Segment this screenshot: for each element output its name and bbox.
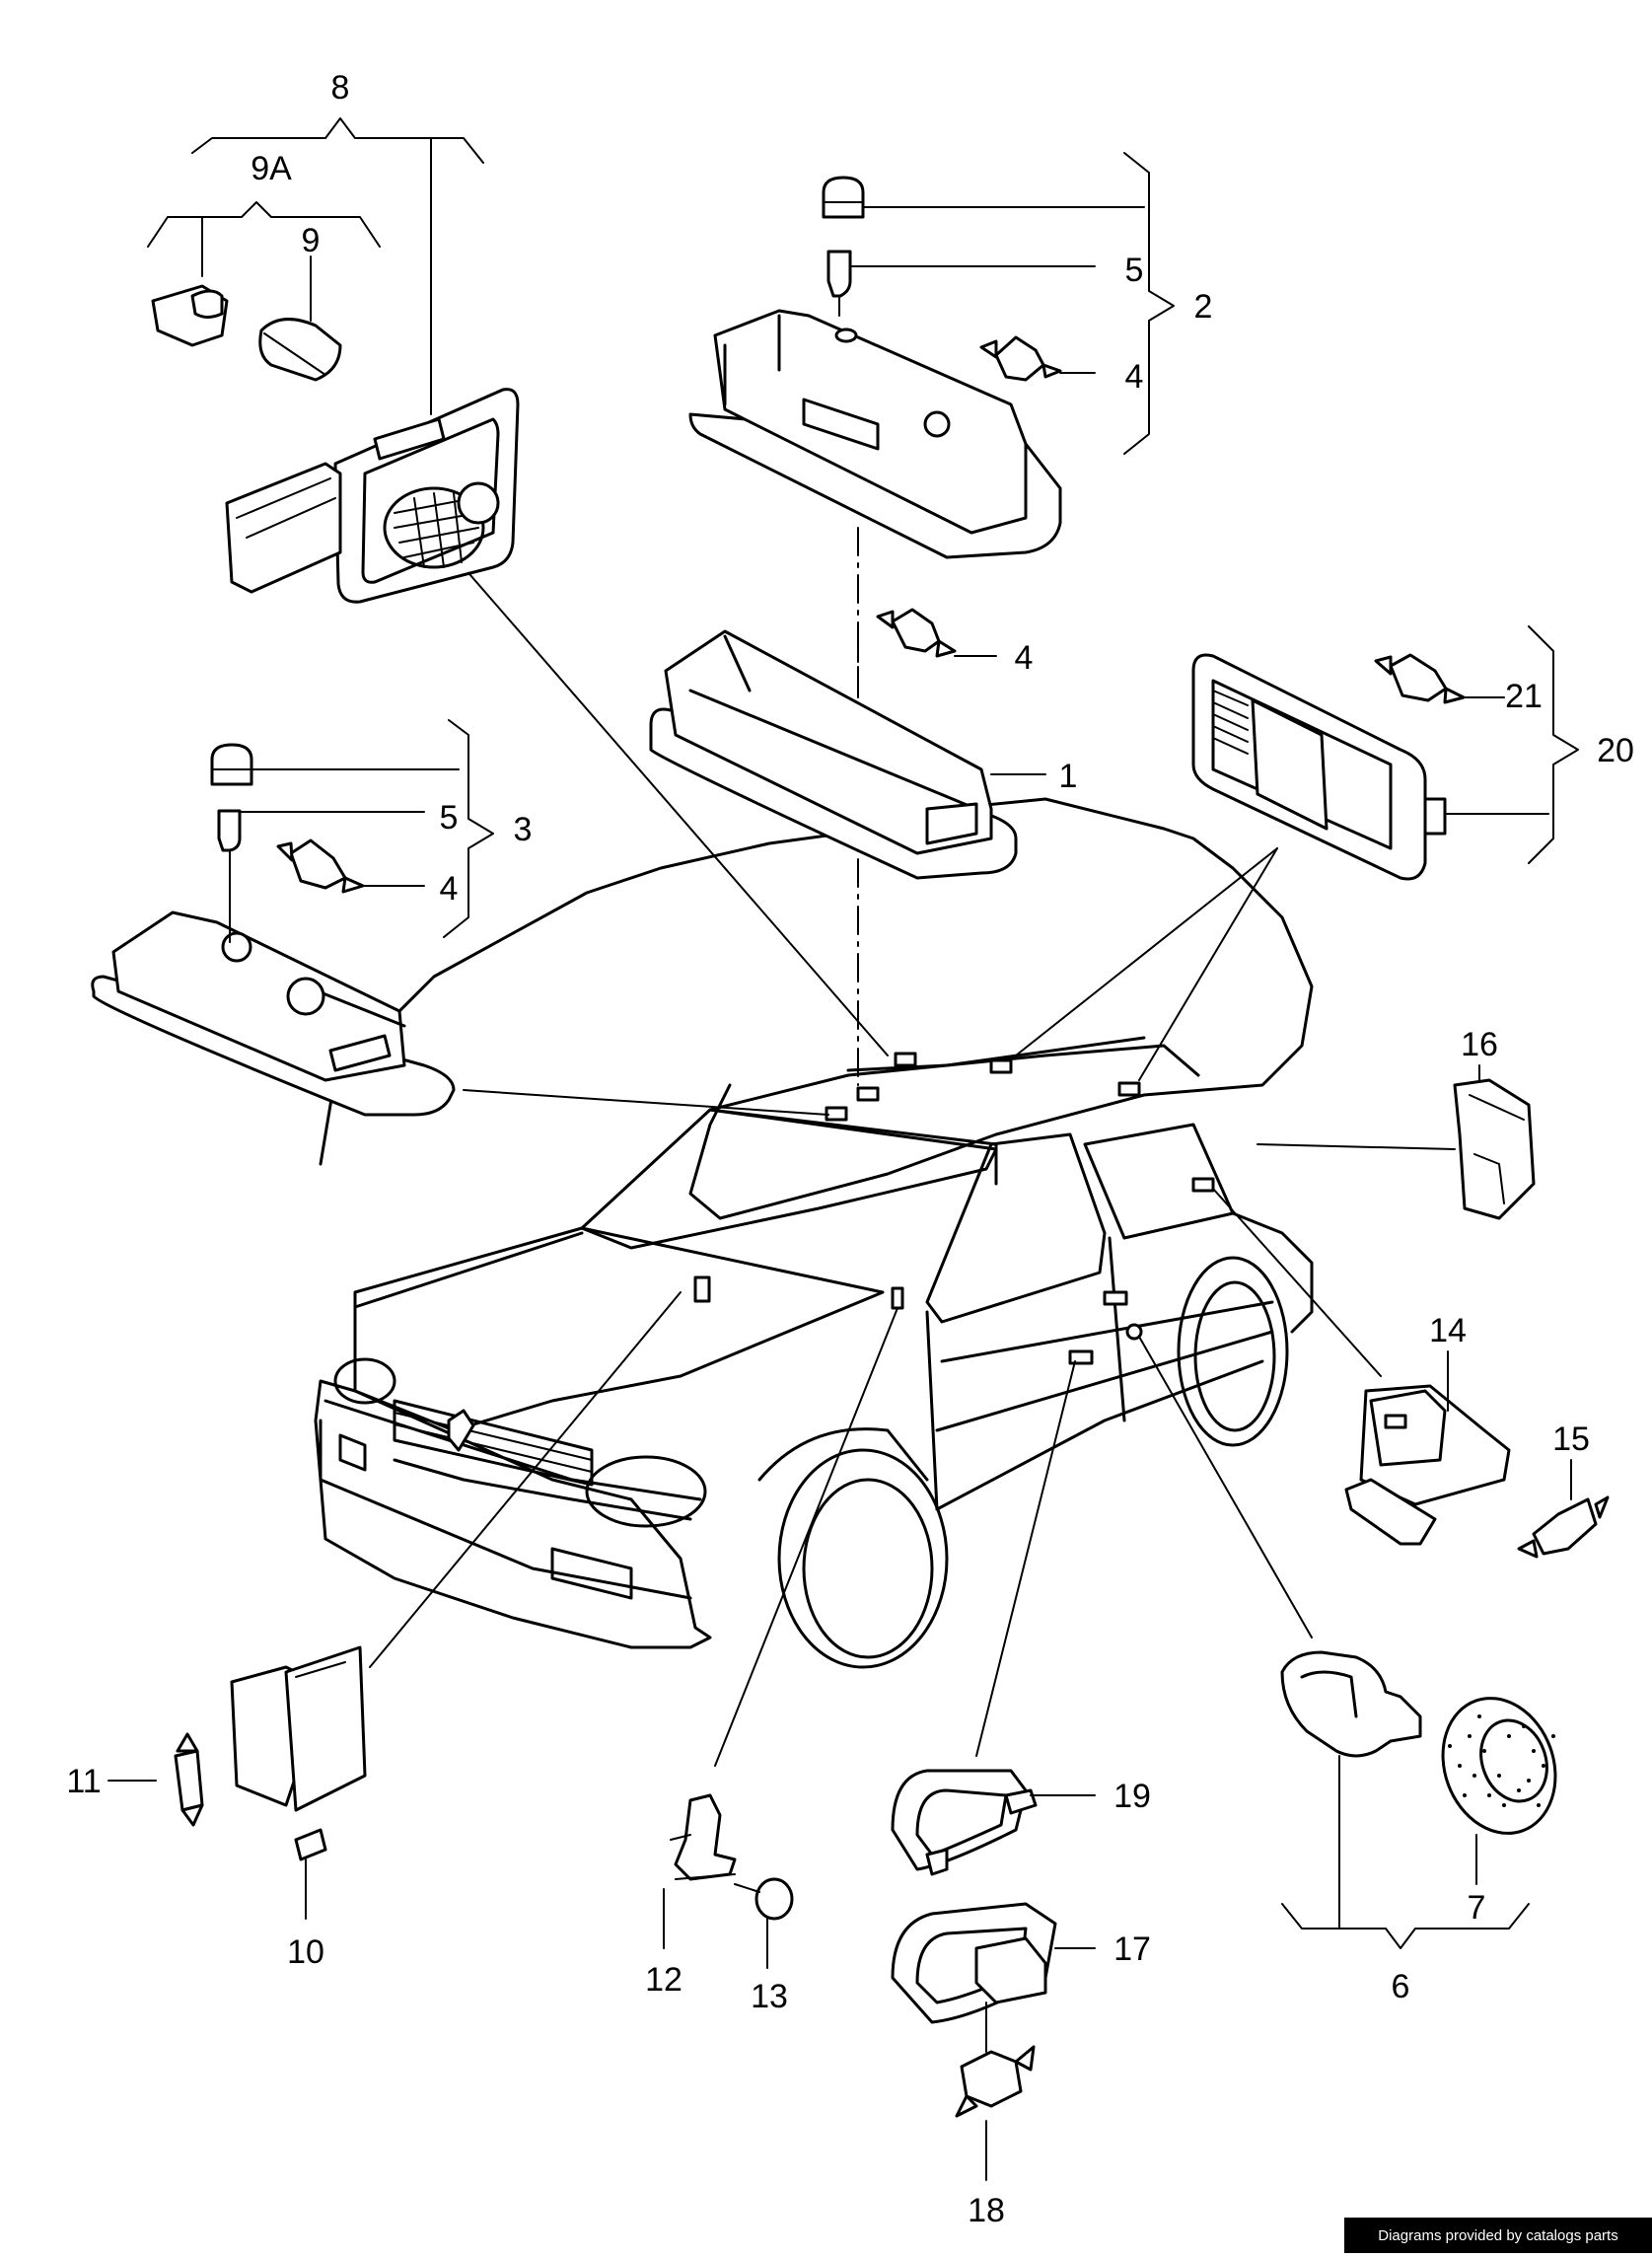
callout-6: 6 — [1392, 1968, 1410, 2005]
callout-18: 18 — [968, 2192, 1005, 2229]
callout-17: 17 — [1113, 1930, 1151, 1968]
part-3-lamp-assembly — [91, 743, 456, 1117]
callout-13: 13 — [751, 1978, 788, 2015]
callout-19: 19 — [1113, 1778, 1151, 1815]
callout-16: 16 — [1461, 1026, 1498, 1063]
credit-banner: Diagrams provided by catalogs parts — [1344, 2218, 1652, 2253]
part-2-lamp-assembly — [688, 176, 1062, 559]
callout-10: 10 — [287, 1933, 324, 1971]
part-6-contact-switch — [1280, 1650, 1557, 1835]
part-19-cover — [891, 1769, 1038, 1876]
callout-1: 1 — [1059, 758, 1078, 795]
callout-4-upper: 4 — [1125, 358, 1144, 396]
callout-20: 20 — [1597, 732, 1634, 769]
cap-texture — [1448, 1714, 1555, 1807]
callout-21: 21 — [1505, 678, 1543, 715]
callout-5-left: 5 — [440, 799, 459, 837]
part-12-switch — [670, 1793, 794, 1921]
part-16-switch — [1453, 1078, 1536, 1220]
callout-4-middle: 4 — [1015, 639, 1034, 677]
callout-5-upper: 5 — [1125, 252, 1144, 289]
callout-11: 11 — [66, 1763, 101, 1800]
part-8-lamp-assembly — [151, 284, 520, 604]
grouping-braces — [108, 117, 1579, 2181]
callout-3: 3 — [514, 811, 533, 848]
callout-14: 14 — [1429, 1312, 1467, 1349]
callout-7: 7 — [1468, 1889, 1486, 1927]
callout-9A: 9A — [251, 150, 292, 187]
callout-9: 9 — [302, 222, 321, 259]
car-illustration — [314, 797, 1314, 1669]
part-14-lamp — [1344, 1384, 1610, 1559]
callout-8: 8 — [331, 69, 350, 107]
credit-text: Diagrams provided by catalogs parts — [1378, 2226, 1618, 2244]
part-17-lamp — [891, 1902, 1057, 2118]
callout-labels: 8 9A 9 5 2 4 4 1 21 20 5 3 4 16 14 15 11… — [66, 69, 1634, 2229]
callout-15: 15 — [1552, 1420, 1590, 1458]
callout-4-left: 4 — [440, 870, 459, 908]
part-1-lamp — [649, 608, 1018, 880]
leader-lines — [369, 527, 1456, 1767]
callout-2: 2 — [1194, 288, 1213, 326]
callout-12: 12 — [645, 1961, 682, 1999]
part-10-lamp — [174, 1645, 367, 1861]
part-20-lamp-assembly — [1191, 653, 1466, 881]
